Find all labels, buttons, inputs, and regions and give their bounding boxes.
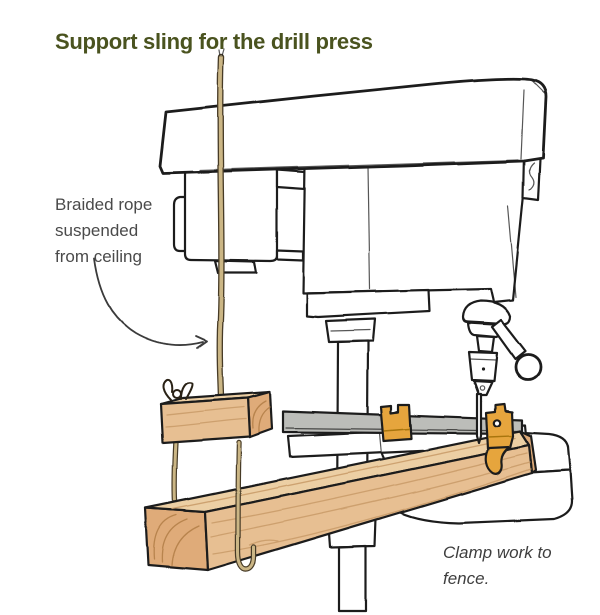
belt-cover [158,77,548,175]
chuck-neck [475,334,496,354]
ceiling-rope [216,48,225,405]
beam-right-end [518,429,538,475]
motor-bump [172,195,188,253]
clamp-jaw-front [484,402,515,475]
head-lower-step [305,288,431,319]
beam-front-face [203,443,534,572]
chuck-body [467,350,499,383]
quill-housing [461,299,512,326]
feed-handle [490,318,542,381]
block-front-face [159,396,252,445]
drill-bit [475,392,483,445]
clamp-jaw-middle [379,403,413,443]
sling-strand-rear [171,438,179,505]
clamp-tail [485,445,512,475]
rope-knot [162,378,194,401]
column-lower [337,544,368,613]
chuck-assembly [467,334,499,397]
workpiece-beam [143,429,538,572]
page-title: Support sling for the drill press [55,29,373,54]
motor-bracket-bottom [275,248,305,262]
clamp-label: Clamp work to fence. [443,543,552,588]
chuck-nose [472,379,494,397]
sling-block [159,390,274,445]
rope-label-arrow [93,257,208,349]
motor-bracket-top [275,168,307,191]
head-body [301,158,529,304]
motor-housing [183,164,279,263]
rope-label: Braided rope suspended from ceiling [55,195,153,266]
sling-loop [235,440,257,572]
drill-press-head [158,77,548,397]
switch-lever [528,162,535,191]
block-end-grain [246,390,274,439]
